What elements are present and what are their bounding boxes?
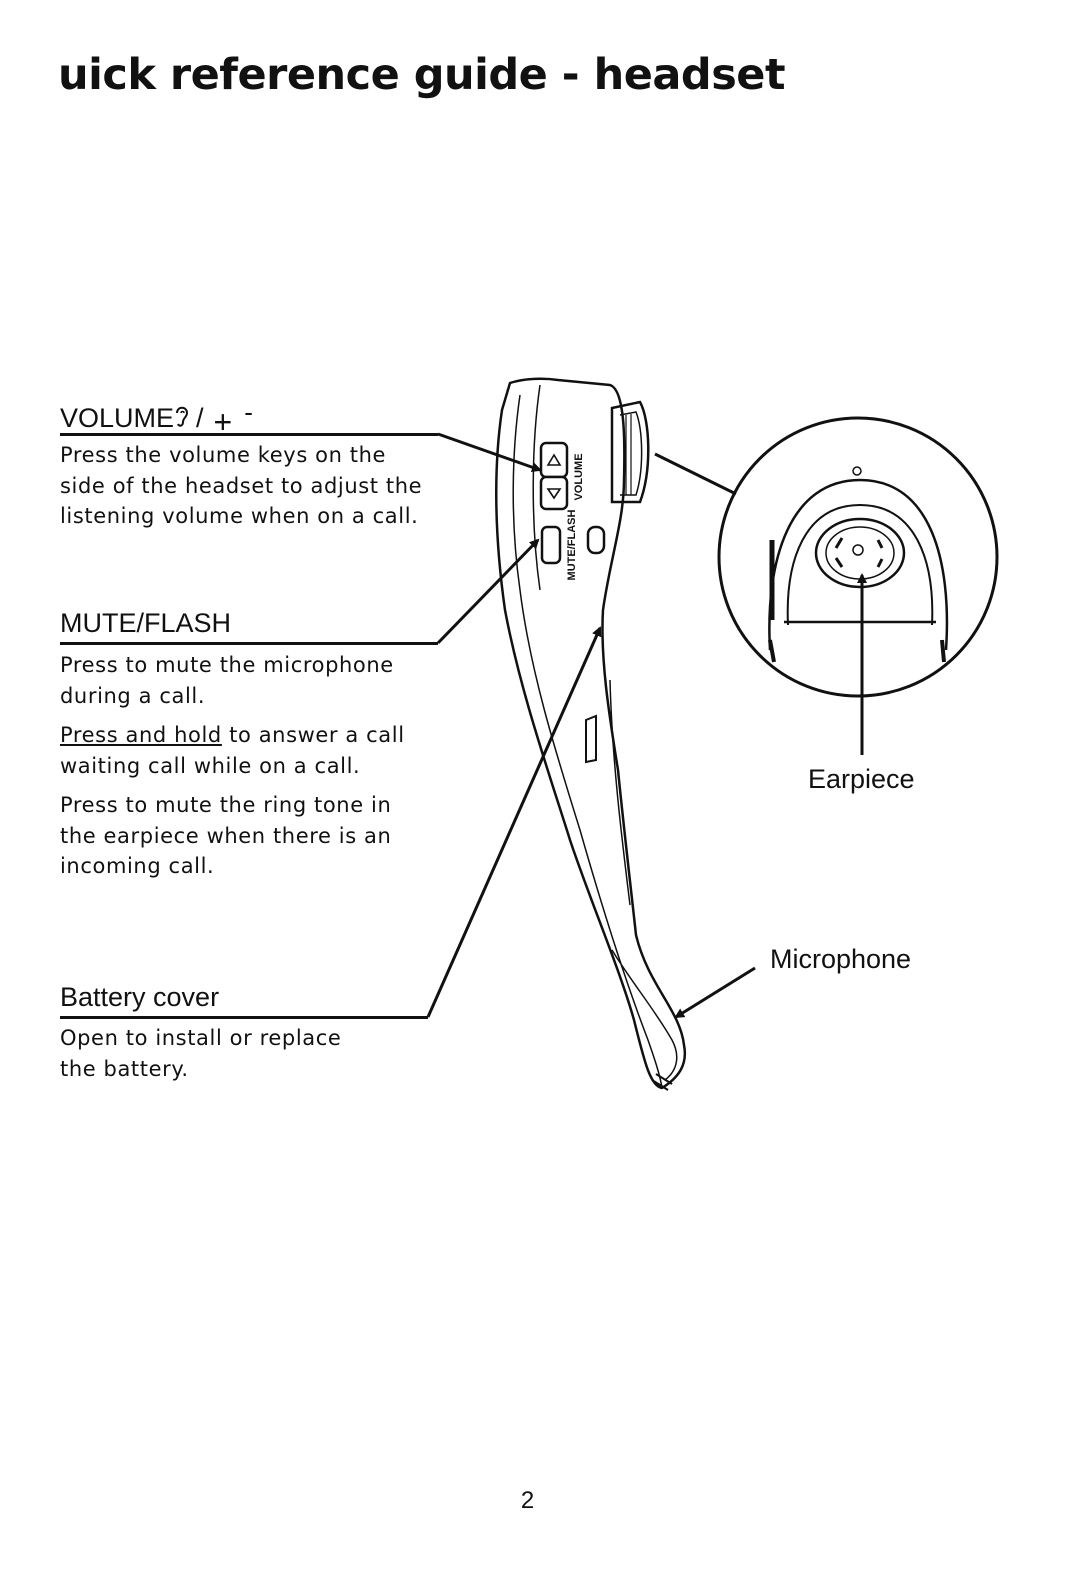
volume-plus: + — [213, 404, 233, 440]
battery-line-1: Open to install or replace — [60, 1026, 342, 1050]
earpiece-zoom — [717, 416, 999, 698]
mute-p1-line-1: Press to mute the microphone — [60, 653, 394, 677]
battery-description: Open to install or replace the battery. — [60, 1023, 341, 1084]
volume-heading-slash: / — [196, 403, 204, 433]
mute-description-3: Press to mute the ring tone in the earpi… — [60, 790, 391, 882]
device-volume-label: VOLUME — [573, 453, 585, 500]
mute-p3-line-2: the earpiece when there is an — [60, 823, 392, 848]
mute-heading: MUTE/FLASH — [60, 608, 232, 638]
page-title: uick reference guide - headset — [58, 50, 786, 100]
microphone-label: Microphone — [770, 944, 912, 974]
mute-description-1: Press to mute the microphone during a ca… — [60, 650, 394, 711]
battery-rule — [60, 1016, 428, 1019]
ear-icon — [176, 406, 189, 427]
mute-flash-button — [540, 525, 606, 565]
mute-description-2: Press and hold to answer a call waiting … — [60, 720, 405, 781]
volume-line-2: side of the headset to adjust the — [60, 473, 423, 498]
mute-p3-line-1: Press to mute the ring tone in — [60, 793, 392, 817]
mute-p2-rest: to answer a call — [221, 723, 405, 747]
mute-p2-line-2: waiting call while on a call. — [60, 753, 361, 778]
volume-rule — [60, 433, 438, 436]
device-mute-label: MUTE/FLASH — [566, 510, 578, 581]
press-and-hold-text: Press and hold — [60, 723, 222, 747]
callout-lines — [426, 432, 867, 1019]
earpiece-zoom-line — [654, 452, 737, 496]
volume-callout-arrow — [437, 432, 542, 473]
mute-callout-arrow — [436, 538, 540, 645]
volume-heading-text: VOLUME — [60, 403, 175, 433]
battery-line-2: the battery. — [60, 1056, 189, 1081]
battery-cover-latch — [585, 714, 597, 764]
earpiece-label: Earpiece — [808, 764, 915, 794]
battery-callout-arrow — [426, 626, 602, 1018]
volume-description: Press the volume keys on the side of the… — [60, 440, 422, 532]
battery-heading: Battery cover — [60, 982, 220, 1012]
earpiece-stub — [610, 400, 650, 504]
volume-buttons — [539, 441, 569, 511]
volume-heading: VOLUME / +- — [60, 397, 253, 440]
volume-line-1: Press the volume keys on the — [60, 443, 387, 467]
page-number: 2 — [520, 1487, 535, 1514]
mute-p3-line-3: incoming call. — [60, 854, 215, 878]
volume-line-3: listening volume when on a call. — [60, 504, 419, 528]
volume-minus: - — [244, 397, 253, 427]
microphone-callout-arrow — [674, 966, 756, 1019]
mute-rule — [60, 642, 438, 645]
mute-p1-line-2: during a call. — [60, 683, 206, 708]
